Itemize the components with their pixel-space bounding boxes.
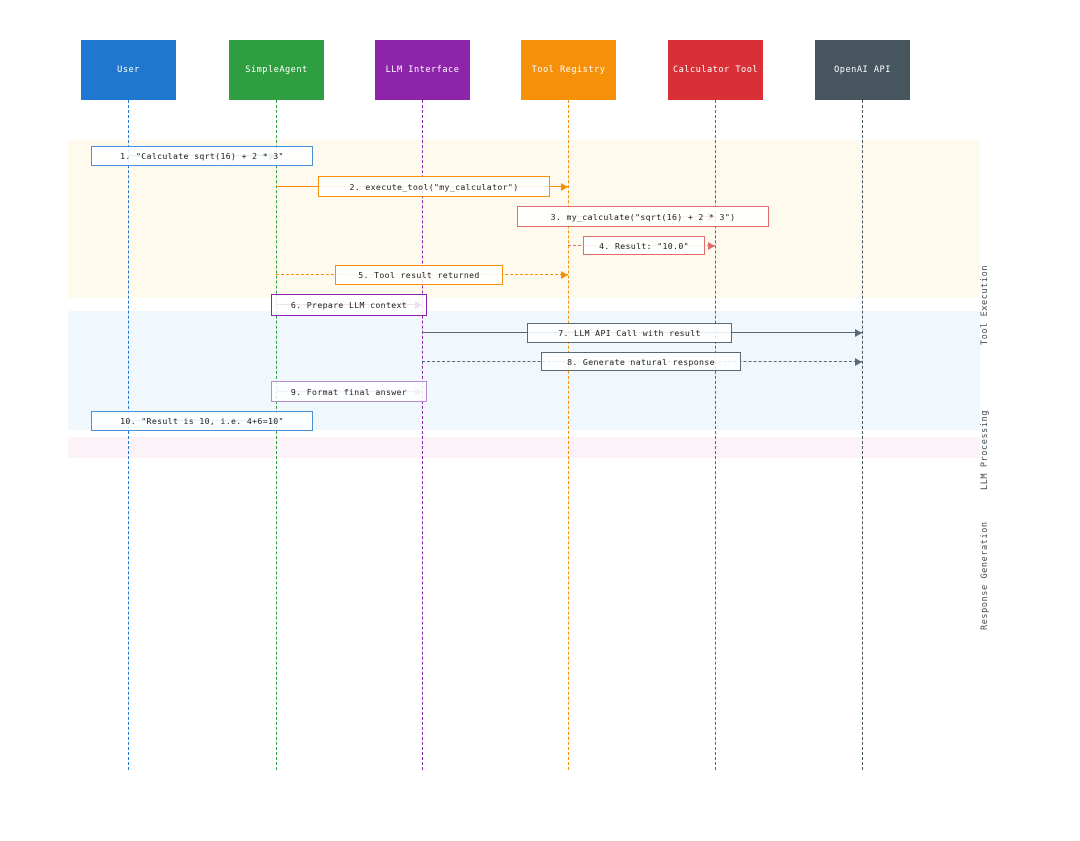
message-text: 7. LLM API Call with result bbox=[558, 327, 701, 338]
message-text: 6. Prepare LLM context bbox=[290, 299, 408, 310]
participant-label: Calculator Tool bbox=[672, 64, 759, 75]
participant-box-openai-api[interactable]: OpenAI API bbox=[815, 40, 910, 100]
lifeline-llm-interface bbox=[422, 100, 423, 770]
participant-box-simpleagent[interactable]: SimpleAgent bbox=[229, 40, 324, 100]
message-arrowhead-5 bbox=[561, 270, 568, 279]
message-label-box-2[interactable]: 2. execute_tool("my_calculator") bbox=[318, 176, 550, 197]
message-arrowhead-7 bbox=[855, 328, 862, 337]
message-arrowhead-2 bbox=[561, 182, 568, 191]
message-text: 5. Tool result returned bbox=[358, 269, 480, 280]
message-label-box-8[interactable]: 8. Generate natural response bbox=[541, 352, 741, 371]
lifeline-simpleagent bbox=[276, 100, 277, 770]
message-label-box-5[interactable]: 5. Tool result returned bbox=[335, 264, 503, 285]
message-text: 9. Format final answer bbox=[290, 386, 408, 397]
message-label-box-3[interactable]: 3. my_calculate("sqrt(16) + 2 * 3") bbox=[517, 206, 769, 227]
participant-box-user[interactable]: User bbox=[81, 40, 176, 100]
message-label-box-7[interactable]: 7. LLM API Call with result bbox=[527, 322, 732, 343]
message-text: 8. Generate natural response bbox=[567, 356, 715, 367]
participant-box-calculator-tool[interactable]: Calculator Tool bbox=[668, 40, 763, 100]
participant-label: OpenAI API bbox=[834, 64, 891, 75]
message-label-box-4[interactable]: 4. Result: "10.0" bbox=[583, 236, 705, 255]
message-text: 4. Result: "10.0" bbox=[599, 240, 689, 251]
section-band bbox=[68, 311, 980, 430]
message-arrowhead-4 bbox=[708, 241, 715, 250]
section-band bbox=[68, 437, 980, 458]
participant-box-llm-interface[interactable]: LLM Interface bbox=[375, 40, 470, 100]
participant-label: LLM Interface bbox=[385, 64, 460, 75]
message-text: 2. execute_tool("my_calculator") bbox=[349, 181, 519, 192]
participant-label: SimpleAgent bbox=[245, 64, 308, 75]
participant-label: Tool Registry bbox=[531, 64, 606, 75]
lifeline-tool-registry bbox=[568, 100, 569, 770]
lifeline-calculator-tool bbox=[715, 100, 716, 770]
lifeline-openai-api bbox=[862, 100, 863, 770]
section-label: Response Generation bbox=[980, 521, 990, 630]
message-text: 1. "Calculate sqrt(16) + 2 * 3" bbox=[120, 150, 284, 161]
lifeline-user bbox=[128, 100, 129, 770]
participant-box-tool-registry[interactable]: Tool Registry bbox=[521, 40, 616, 100]
message-text: 10. "Result is 10, i.e. 4+6=10" bbox=[120, 415, 284, 426]
message-label-box-6[interactable]: 6. Prepare LLM context bbox=[271, 293, 427, 316]
message-label-box-1[interactable]: 1. "Calculate sqrt(16) + 2 * 3" bbox=[91, 145, 313, 166]
message-label-box-10[interactable]: 10. "Result is 10, i.e. 4+6=10" bbox=[91, 410, 313, 431]
section-label: Tool Execution bbox=[980, 264, 990, 345]
participant-label: User bbox=[117, 64, 140, 75]
message-text: 3. my_calculate("sqrt(16) + 2 * 3") bbox=[550, 211, 736, 222]
section-label: LLM Processing bbox=[980, 409, 990, 490]
message-label-box-9[interactable]: 9. Format final answer bbox=[271, 381, 427, 402]
message-arrowhead-8 bbox=[855, 357, 862, 366]
